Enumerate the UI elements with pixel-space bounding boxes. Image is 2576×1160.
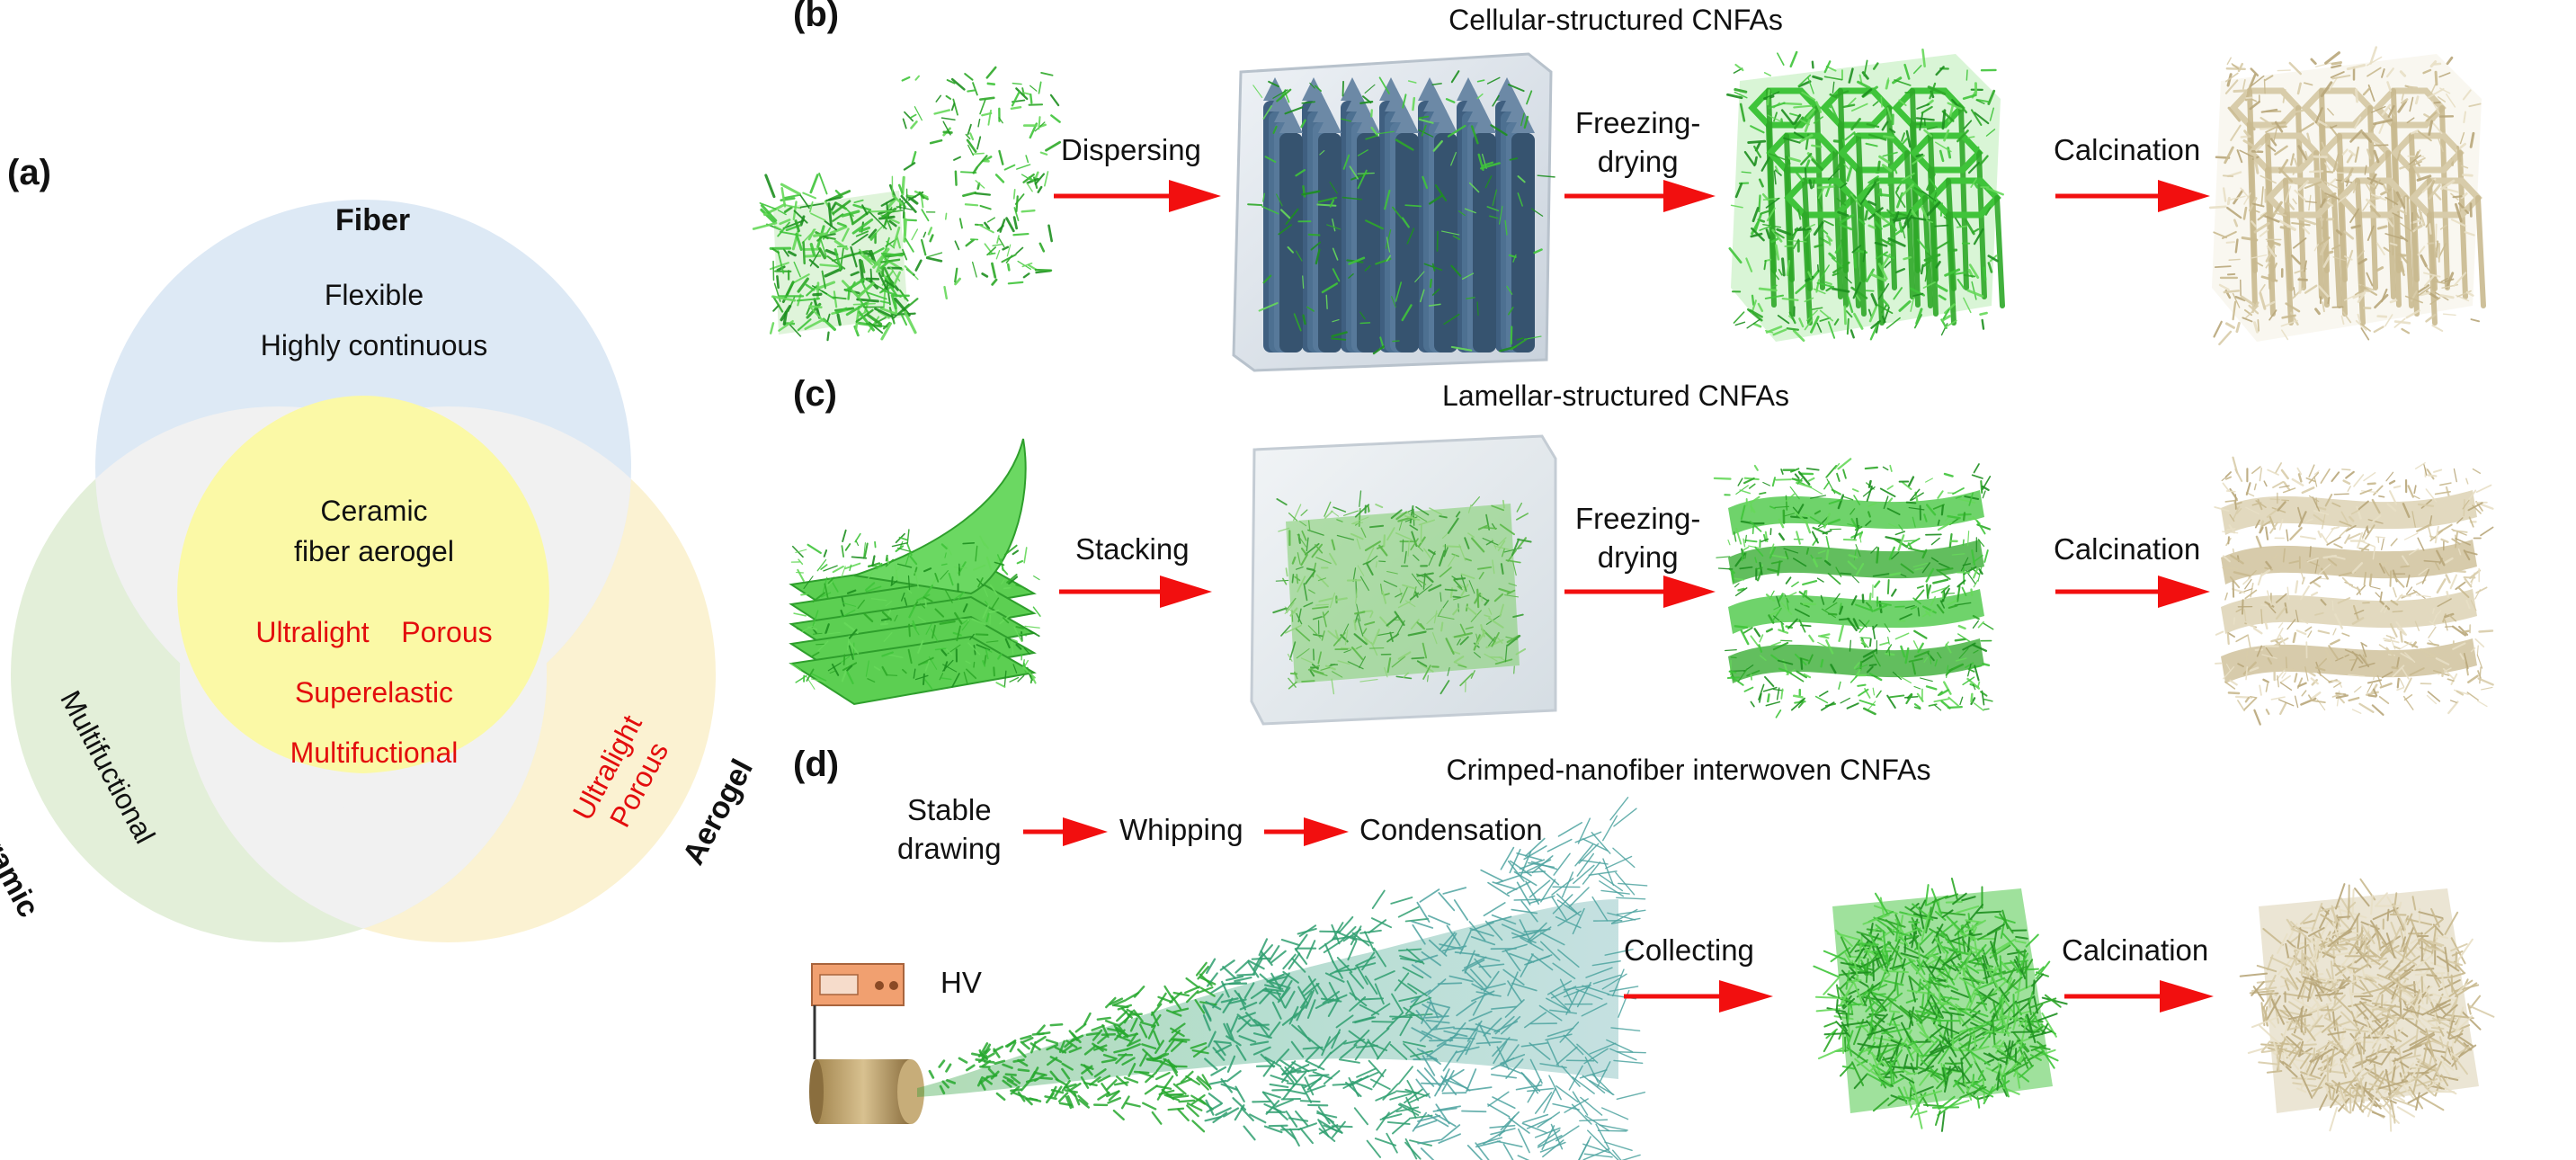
step-freezing-drying-c: Freezing- drying bbox=[1575, 502, 1701, 574]
center-highlight bbox=[177, 396, 549, 773]
spinneret-nozzle bbox=[809, 1059, 924, 1124]
fiber-jet-spray bbox=[917, 797, 1648, 1160]
panel-b-title: Cellular-structured CNFAs bbox=[1448, 4, 1783, 36]
center-props: Ultralight Porous Superelastic Multifuct… bbox=[255, 602, 492, 784]
arrow-stacking bbox=[1059, 576, 1212, 608]
fiber-prop-flexible: Flexible bbox=[324, 279, 424, 311]
center-prop-superelastic: Superelastic bbox=[294, 676, 454, 709]
step-freezing-drying-b: Freezing- drying bbox=[1575, 106, 1701, 178]
flow-stable-drawing: Stable drawing bbox=[897, 793, 1002, 865]
ice-template-cube bbox=[1232, 52, 1555, 372]
arrow-dispersing bbox=[1054, 180, 1221, 212]
green-cellular-aerogel bbox=[1726, 48, 2005, 343]
panel-d-letter: (d) bbox=[793, 745, 840, 784]
green-interwoven-aerogel bbox=[1813, 878, 2068, 1132]
calcined-interwoven-aerogel bbox=[2239, 878, 2495, 1132]
center-title-line1: Ceramic bbox=[320, 495, 428, 527]
fiber-circle-label: Fiber bbox=[335, 203, 411, 237]
flow-whipping: Whipping bbox=[1119, 813, 1243, 846]
venn-diagram bbox=[11, 200, 716, 942]
center-prop-multifunctional: Multifuctional bbox=[290, 736, 459, 770]
arrow-calcination-d bbox=[2064, 980, 2214, 1013]
lamellar-fiber-sheets bbox=[789, 438, 1041, 706]
fiber-prop-continuous: Highly continuous bbox=[260, 329, 488, 361]
panel-d-title: Crimped-nanofiber interwoven CNFAs bbox=[1446, 754, 1931, 786]
center-prop-ultralight: Ultralight bbox=[255, 616, 370, 648]
center-title-line2: fiber aerogel bbox=[294, 534, 454, 567]
hv-power-supply bbox=[811, 963, 905, 1059]
calcined-cellular-aerogel bbox=[2208, 46, 2486, 346]
arrow-calcination-c bbox=[2055, 576, 2210, 608]
center-title: Ceramic fiber aerogel bbox=[294, 491, 454, 572]
step-collecting: Collecting bbox=[1624, 933, 1754, 967]
fiber-props: Flexible Highly continuous bbox=[261, 270, 488, 370]
process-arrows bbox=[1023, 180, 2214, 1013]
step-dispersing: Dispersing bbox=[1061, 133, 1201, 166]
calcined-lamellar-aerogel bbox=[2214, 456, 2494, 726]
arrow-calcination-b bbox=[2055, 180, 2210, 212]
step-stacking: Stacking bbox=[1075, 532, 1190, 566]
step-calcination-d: Calcination bbox=[2062, 933, 2209, 967]
center-prop-porous: Porous bbox=[401, 616, 493, 648]
ice-lamellar-cube bbox=[1250, 434, 1557, 726]
arrow-drawing-whipping bbox=[1023, 817, 1108, 846]
panel-c-letter: (c) bbox=[793, 374, 837, 414]
green-lamellar-aerogel bbox=[1713, 458, 1994, 718]
step-calcination-b: Calcination bbox=[2054, 133, 2201, 166]
arrow-whipping-condensation bbox=[1264, 817, 1349, 846]
panel-c-title: Lamellar-structured CNFAs bbox=[1442, 379, 1789, 412]
flow-condensation: Condensation bbox=[1359, 813, 1543, 846]
panel-a-letter: (a) bbox=[7, 153, 51, 192]
panel-b-letter: (b) bbox=[793, 0, 840, 34]
hv-label: HV bbox=[940, 966, 982, 999]
arrow-collecting bbox=[1624, 980, 1773, 1013]
cellular-fiber-bundle bbox=[752, 66, 1062, 342]
step-calcination-c: Calcination bbox=[2054, 532, 2201, 566]
arrow-freezing-b bbox=[1564, 180, 1716, 212]
arrow-freezing-c bbox=[1564, 576, 1716, 608]
